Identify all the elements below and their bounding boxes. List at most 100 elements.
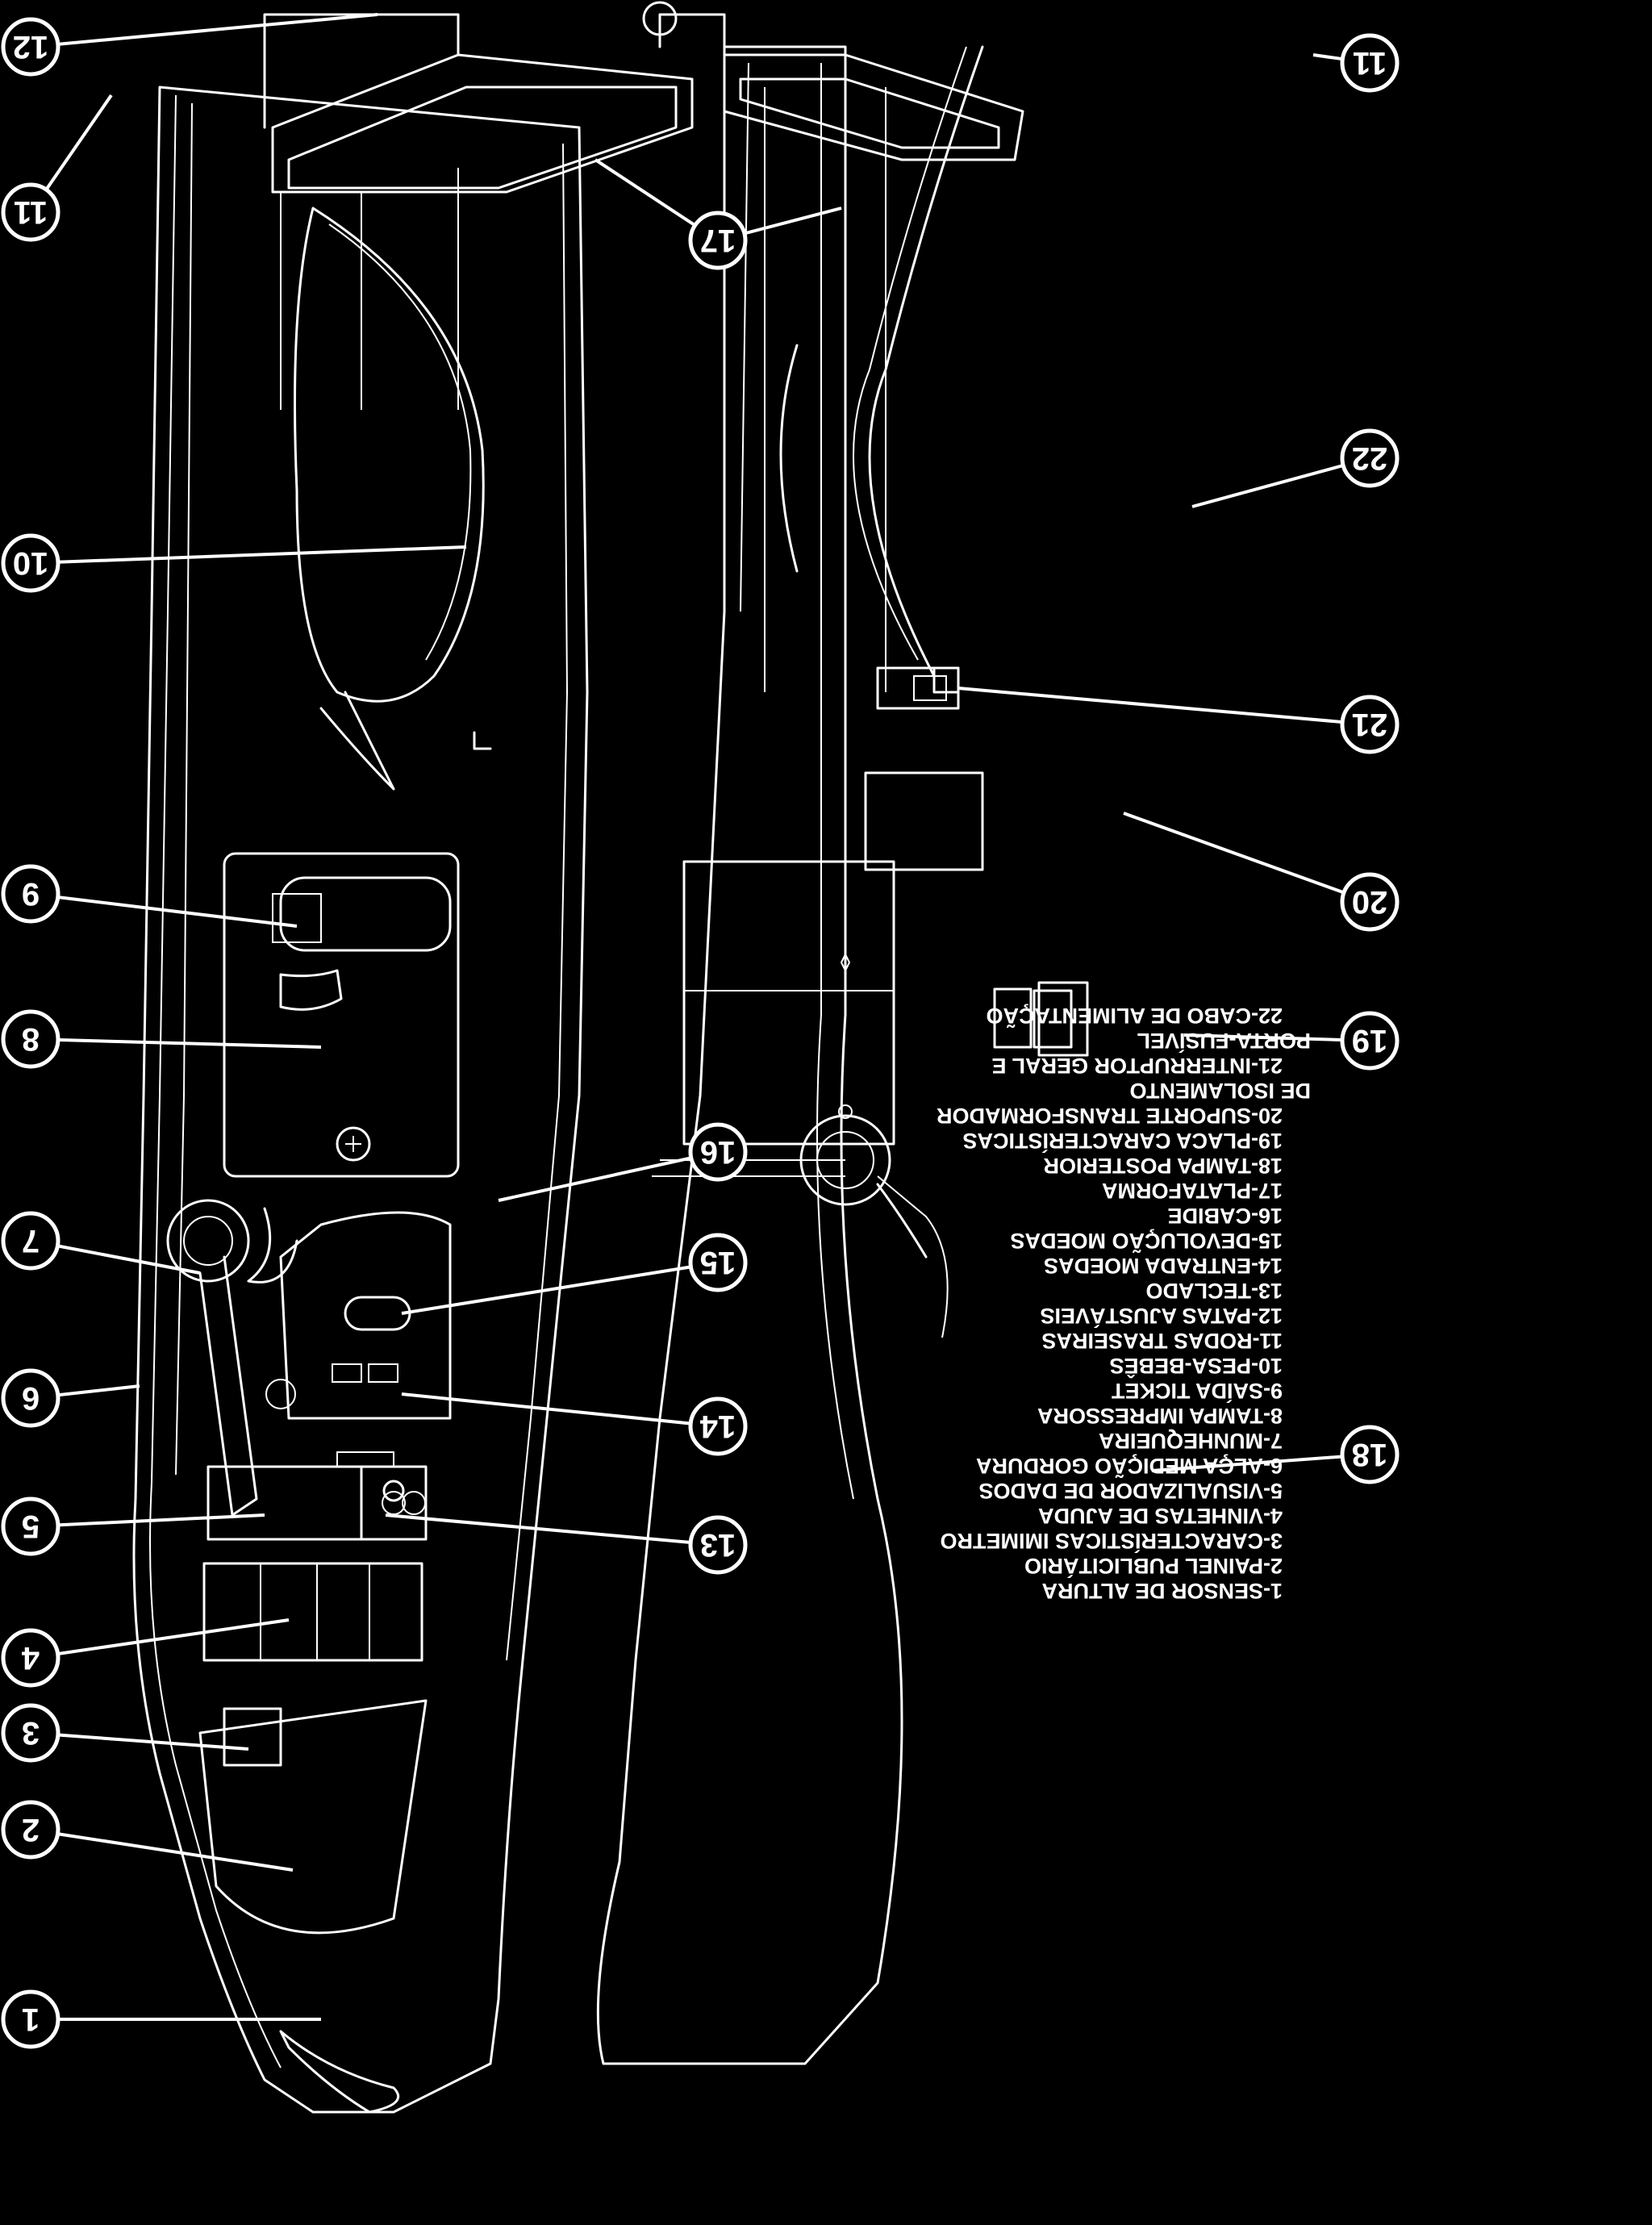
callout-11: 11	[1340, 33, 1400, 93]
legend-item: 1-SENSOR DE ALTURA	[1041, 1579, 1283, 1603]
callout-18: 18	[1340, 1425, 1400, 1484]
callout-number: 20	[1352, 884, 1388, 920]
legend-item: 15-DEVOLUÇÃO MOEDAS	[1010, 1229, 1283, 1254]
callout-20: 20	[1340, 872, 1400, 932]
callout-circle	[1, 1800, 60, 1860]
callout-circle	[688, 1515, 748, 1575]
callout-circle	[1, 17, 60, 77]
callout-circle	[1340, 695, 1400, 754]
callout-number: 11	[14, 194, 48, 230]
legend-item: 4-VINHETAS DE AJUDA	[1038, 1504, 1283, 1528]
callout-2: 2	[1, 1800, 60, 1860]
rear-transformer-support	[864, 771, 984, 871]
callout-circle	[1340, 872, 1400, 932]
legend-item: 14-ENTRADA MOEDAS	[1044, 1254, 1283, 1278]
callout-circle	[1, 1989, 60, 2049]
callout-circle	[688, 1122, 748, 1182]
front-baby-scale	[294, 207, 485, 791]
callout-9: 9	[1, 864, 60, 924]
callout-number: 21	[1352, 707, 1388, 742]
callout-10: 10	[1, 533, 60, 593]
callout-number: 15	[700, 1245, 736, 1280]
rear-view-machine	[596, 1, 1089, 2065]
callout-14: 14	[688, 1396, 748, 1456]
callout-number: 22	[1352, 440, 1388, 476]
callout-circle	[1, 864, 60, 924]
callout-number: 18	[1352, 1437, 1388, 1472]
callout-1: 1	[1, 1989, 60, 2049]
callout-number: 4	[21, 1640, 40, 1676]
callout-circle	[1, 1497, 60, 1556]
legend-item: 20-SUPORTE TRANSFORMADOR	[937, 1104, 1283, 1128]
legend-item: 3-CARACTERÍSTICAS IMIMETRO	[941, 1529, 1283, 1554]
rear-spec-plates	[993, 981, 1089, 1057]
rear-side-bulge	[779, 344, 799, 573]
callout-5: 5	[1, 1497, 60, 1556]
legend-item: 10-PESA-BEBÊS	[1109, 1354, 1283, 1379]
callout-circle	[688, 1233, 748, 1292]
callout-circle	[1340, 33, 1400, 93]
callout-circle	[1340, 428, 1400, 488]
legend-item: 9-SAÍDA TICKET	[1111, 1379, 1283, 1404]
callout-13: 13	[688, 1515, 748, 1575]
legend-item: 17-PLATAFORMA	[1102, 1179, 1283, 1203]
front-column-body	[132, 86, 589, 2114]
callout-circle	[1, 1628, 60, 1688]
callout-circle	[1340, 1425, 1400, 1484]
front-hanger	[473, 731, 492, 750]
legend-item: 18-TAMPA POSTERIOR	[1043, 1154, 1283, 1178]
legend-item: PORTA-FUSÍVEL	[1137, 1029, 1312, 1054]
callout-number: 3	[22, 1715, 40, 1751]
callout-circle	[1, 1211, 60, 1271]
rear-column-body	[596, 45, 949, 2065]
legend-item: 19-PLACA CARACTERÍSTICAS	[962, 1129, 1283, 1154]
rear-switch-and-cable	[853, 45, 984, 710]
callout-number: 9	[22, 876, 40, 912]
legend-item: 7-MUNHEQUEIRA	[1099, 1429, 1283, 1453]
rear-channel	[764, 87, 886, 692]
callout-circle	[688, 1396, 748, 1456]
legend-item: 2-PAINEL PUBLICITÁRIO	[1024, 1554, 1283, 1579]
callout-number: 7	[22, 1223, 40, 1259]
callout-number: 1	[22, 2002, 40, 2037]
callout-number: 10	[13, 545, 49, 581]
rear-cover	[682, 860, 895, 1146]
callout-number: 5	[22, 1509, 40, 1544]
front-printer-panel	[223, 852, 460, 1178]
callout-17: 17	[688, 211, 748, 270]
callout-6: 6	[1, 1368, 60, 1428]
callout-21: 21	[1340, 695, 1400, 754]
callout-4: 4	[1, 1628, 60, 1688]
rear-wheel	[799, 1114, 928, 1259]
callout-16: 16	[688, 1122, 748, 1182]
callout-circle	[1, 182, 60, 242]
legend-item: 22-CABO DE ALIMENTAÇÃO	[986, 1004, 1283, 1029]
callout-12: 12	[1, 17, 60, 77]
front-display-and-keys	[202, 1465, 428, 1662]
callout-circle	[1, 533, 60, 593]
callout-circle	[1, 1368, 60, 1428]
rear-platform	[642, 1, 1024, 161]
callout-circle	[1340, 1011, 1400, 1071]
callout-number: 14	[699, 1409, 736, 1444]
front-lower-panel	[198, 1699, 428, 2114]
legend-item: 13-TECLADO	[1145, 1279, 1283, 1303]
callout-22: 22	[1340, 428, 1400, 488]
callout-circle	[688, 211, 748, 270]
legend-item: 21-INTERRUPTOR GERAL E	[991, 1054, 1283, 1078]
callout-number: 6	[22, 1380, 40, 1416]
front-wrist-strap	[166, 1199, 298, 1517]
legend-item: 12-PATAS AJUSTÁVEIS	[1040, 1304, 1283, 1329]
callout-number: 16	[700, 1134, 736, 1170]
callout-number: 19	[1352, 1023, 1388, 1058]
callout-19: 19	[1340, 1011, 1400, 1071]
legend-item: 5-VISUALIZADOR DE DADOS	[978, 1479, 1283, 1503]
callout-15: 15	[688, 1233, 748, 1292]
callout-7: 7	[1, 1211, 60, 1271]
legend-item: 16-CABIDE	[1167, 1204, 1283, 1228]
callout-number: 13	[700, 1527, 736, 1563]
